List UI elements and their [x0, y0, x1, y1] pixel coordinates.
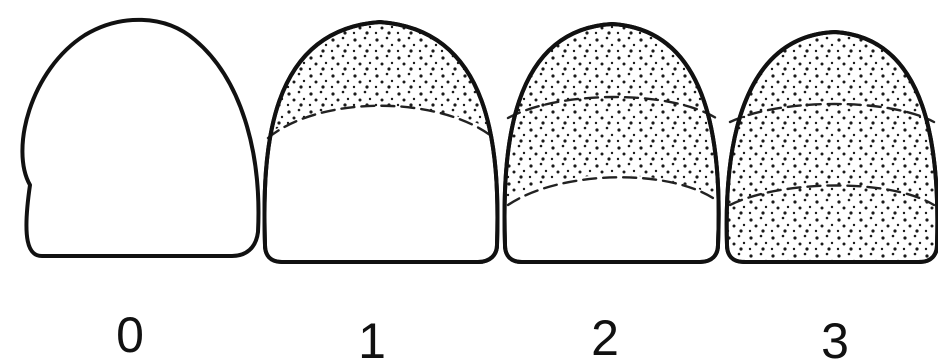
score-label-1: 1: [358, 313, 386, 363]
tooth-3-stippled-area: [720, 20, 938, 270]
tooth-2-stippled-area: [495, 0, 730, 205]
tooth-0: [22, 20, 258, 256]
score-label-2: 2: [591, 310, 619, 363]
tooth-0-outline: [22, 20, 258, 256]
score-label-3: 3: [821, 313, 849, 363]
score-label-0: 0: [116, 307, 144, 363]
tooth-2: [495, 0, 730, 262]
tooth-1: [255, 0, 510, 262]
tooth-3: [720, 20, 938, 270]
